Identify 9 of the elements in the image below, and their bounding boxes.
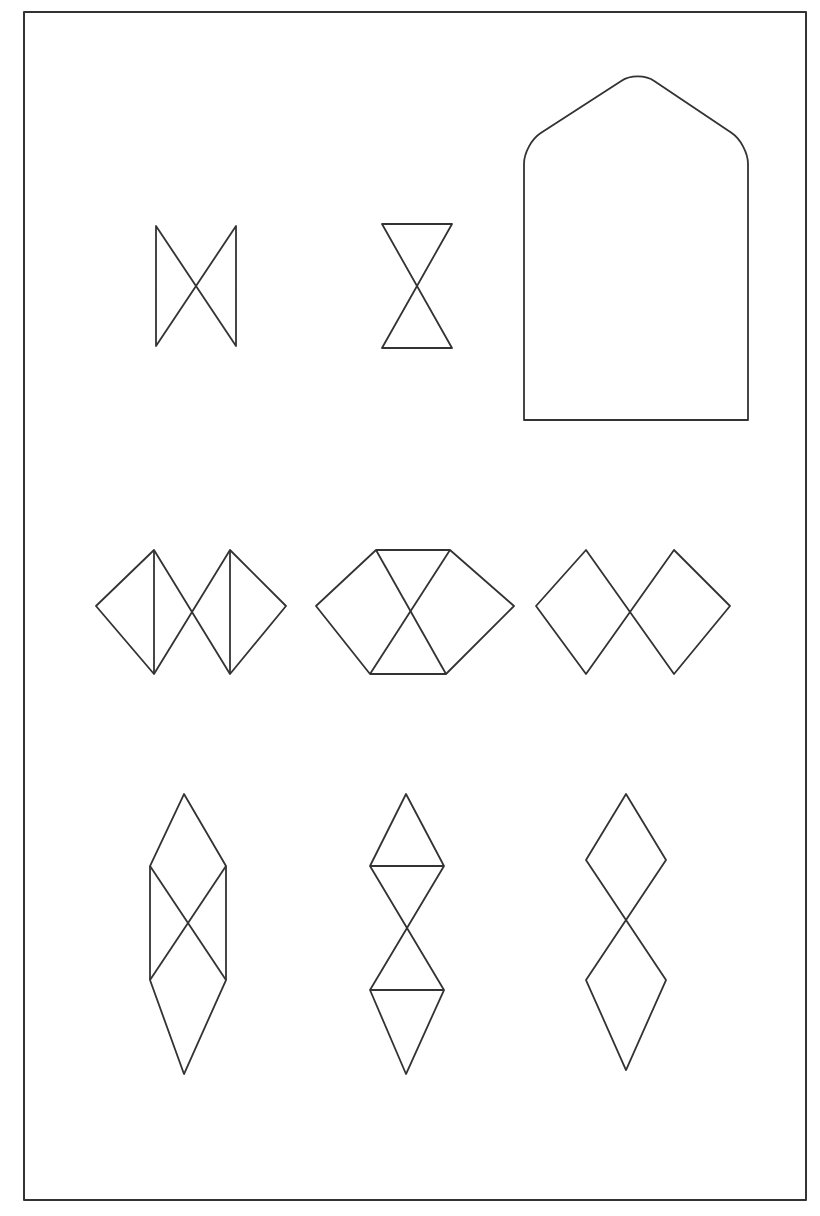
split-diamonds-drawing <box>95 549 287 675</box>
bowtie-drawing <box>155 225 237 347</box>
hourglass-drawing <box>381 223 453 349</box>
stacked-triangles-drawing <box>369 793 445 1075</box>
pentagon-drawing <box>523 75 749 421</box>
stacked-diamonds-drawing <box>585 793 667 1071</box>
double-diamond-drawing <box>535 549 731 675</box>
hexagon-drawing <box>315 549 515 675</box>
tall-hexagon-drawing <box>149 793 227 1075</box>
